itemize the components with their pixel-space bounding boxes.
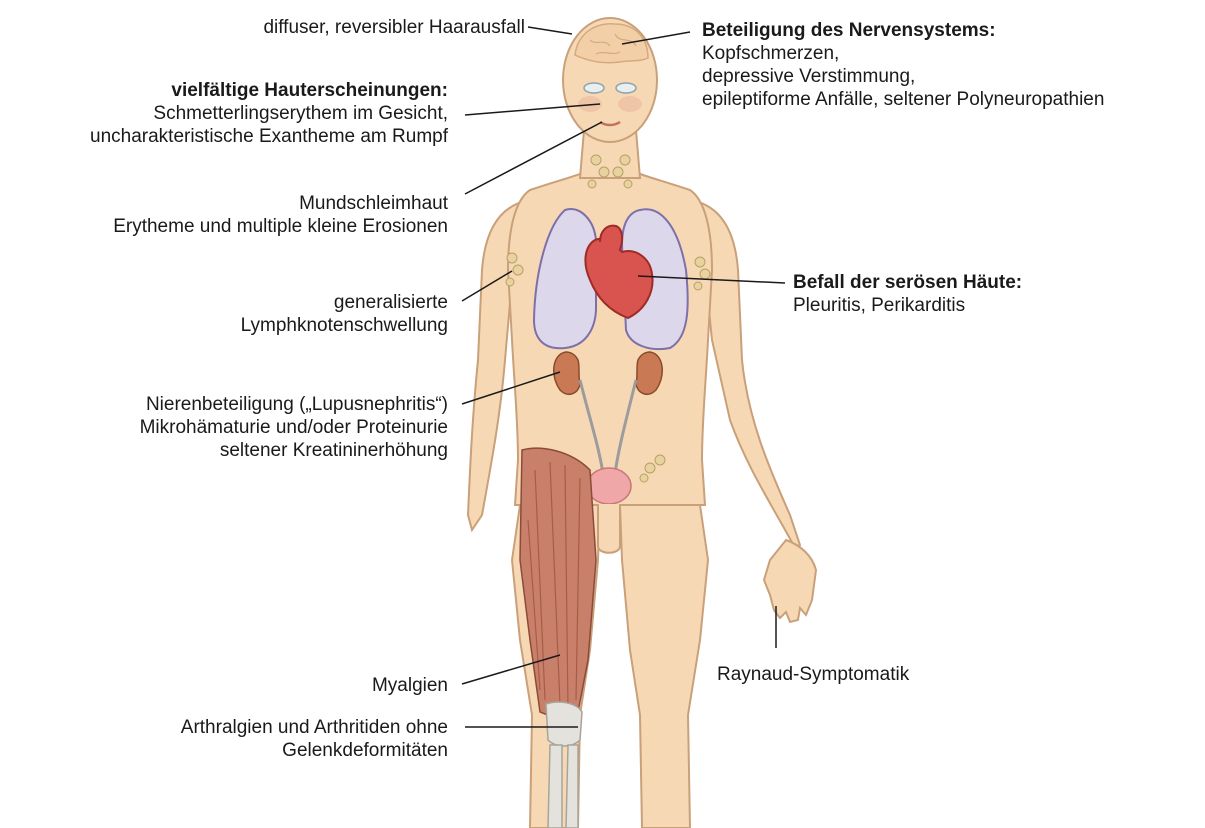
knee-joint [546,702,582,746]
lymph-line-1: generalisierte [241,291,448,314]
label-mouth: Mundschleimhaut Erytheme und multiple kl… [113,192,448,238]
kidney-line-2: Mikrohämaturie und/oder Proteinurie [140,416,448,439]
skin-title: vielfältige Hauterscheinungen: [90,79,448,102]
left-hand [764,540,816,622]
label-serous: Befall der serösen Häute: Pleuritis, Per… [793,271,1022,317]
nerves-line-1: Kopfschmerzen, [702,42,1104,65]
nerves-line-3: epileptiforme Anfälle, seltener Polyneur… [702,88,1104,111]
genital-outline [598,504,620,553]
skin-line-2: uncharakteristische Exantheme am Rumpf [90,125,448,148]
bladder [587,468,631,504]
serous-title: Befall der serösen Häute: [793,271,1022,294]
label-nerves: Beteiligung des Nervensystems: Kopfschme… [702,19,1104,111]
body-figure [468,18,816,828]
serous-line-1: Pleuritis, Perikarditis [793,294,1022,317]
label-lymph: generalisierte Lymphknotenschwellung [241,291,448,337]
myalgia-line-1: Myalgien [372,674,448,697]
label-hair-loss: diffuser, reversibler Haarausfall [263,16,525,39]
leader-hair [528,27,572,34]
nerves-line-2: depressive Verstimmung, [702,65,1104,88]
joints-line-2: Gelenkdeformitäten [181,739,448,762]
raynaud-line-1: Raynaud-Symptomatik [717,663,909,686]
right-eye [584,83,604,93]
label-kidney: Nierenbeteiligung („Lupusnephritis“) Mik… [140,393,448,462]
label-myalgia: Myalgien [372,674,448,697]
nerves-title: Beteiligung des Nervensystems: [702,19,1104,42]
kidney-line-3: seltener Kreatininerhöhung [140,439,448,462]
hair-line-1: diffuser, reversibler Haarausfall [263,16,525,39]
lymph-line-2: Lymphknotenschwellung [241,314,448,337]
kidney-line-1: Nierenbeteiligung („Lupusnephritis“) [140,393,448,416]
joints-line-1: Arthralgien und Arthritiden ohne [181,716,448,739]
butterfly-rash-right [618,96,642,112]
label-raynaud: Raynaud-Symptomatik [717,663,909,686]
label-skin: vielfältige Hauterscheinungen: Schmetter… [90,79,448,148]
mouth-line-1: Mundschleimhaut [113,192,448,215]
left-leg [620,505,708,828]
left-eye [616,83,636,93]
label-joints: Arthralgien und Arthritiden ohne Gelenkd… [181,716,448,762]
mouth-line-2: Erytheme und multiple kleine Erosionen [113,215,448,238]
skin-line-1: Schmetterlingserythem im Gesicht, [90,102,448,125]
